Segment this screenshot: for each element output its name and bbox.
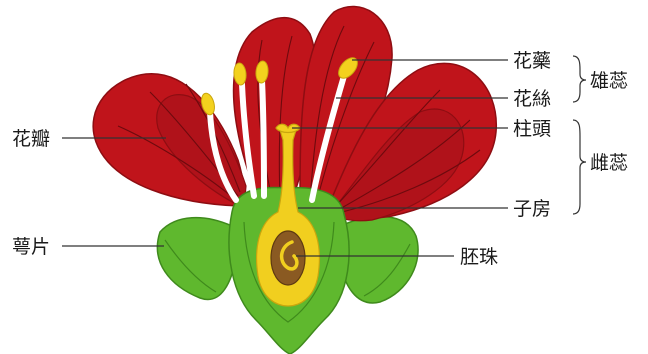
label-filament: 花絲 xyxy=(513,88,551,110)
label-group-stamen: 雄蕊 xyxy=(590,70,628,92)
label-ovule: 胚珠 xyxy=(460,246,498,268)
ovule xyxy=(271,231,305,285)
label-sepal: 萼片 xyxy=(12,236,50,258)
label-ovary: 子房 xyxy=(513,198,551,220)
label-group-pistil: 雌蕊 xyxy=(590,152,628,174)
label-anther: 花藥 xyxy=(513,50,551,72)
label-stigma: 柱頭 xyxy=(513,118,551,140)
sepal-left xyxy=(157,218,236,300)
label-petal: 花瓣 xyxy=(12,128,50,150)
sepal-right xyxy=(340,217,418,303)
